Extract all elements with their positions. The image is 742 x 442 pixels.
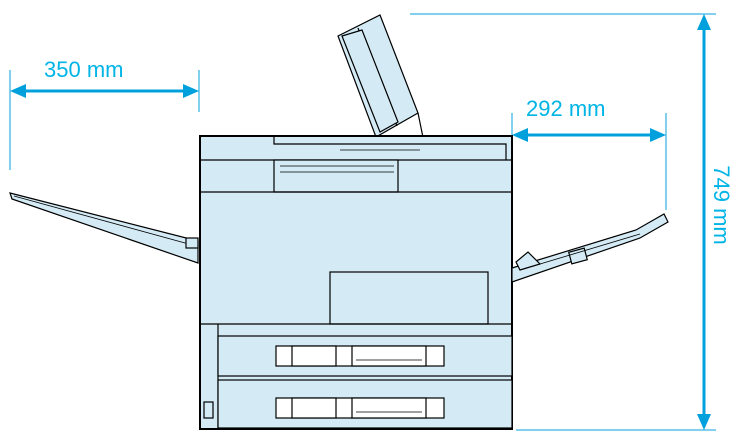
- paper-tray-lower: [217, 379, 513, 429]
- front-door: [200, 271, 512, 325]
- right-clearance-dimension: 292 mm: [511, 96, 667, 210]
- right-arrowhead-end: [650, 128, 666, 142]
- left-output-tray: [9, 192, 199, 264]
- height-label: 749 mm: [709, 165, 734, 244]
- right-output-tray: [511, 213, 669, 283]
- paper-tray-upper: [217, 335, 513, 377]
- height-arrowhead-top: [697, 14, 711, 30]
- printer: [9, 14, 669, 430]
- left-arrowhead-start: [10, 84, 26, 98]
- height-arrowhead-bottom: [697, 414, 711, 430]
- left-clearance-dimension: 350 mm: [9, 57, 200, 170]
- left-clearance-label: 350 mm: [44, 57, 123, 82]
- top-section: [200, 135, 512, 193]
- right-clearance-label: 292 mm: [526, 96, 605, 121]
- right-arrowhead-start: [512, 128, 528, 142]
- left-arrowhead-end: [183, 84, 199, 98]
- height-dimension: 749 mm: [410, 13, 734, 431]
